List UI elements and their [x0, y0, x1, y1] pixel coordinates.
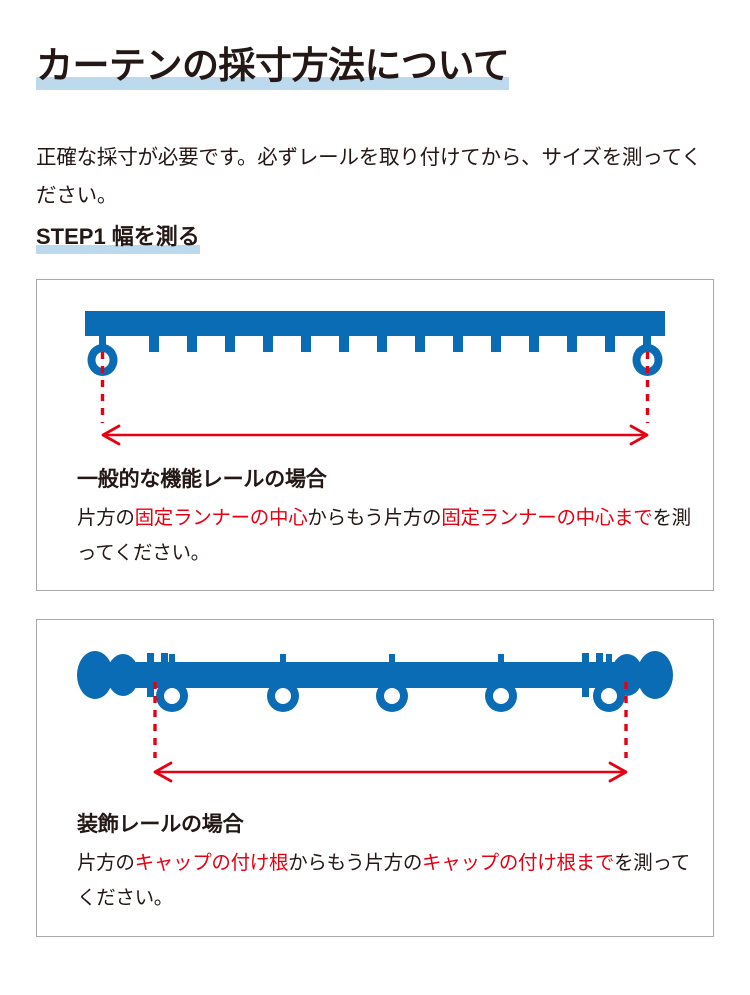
intro-paragraph: 正確な採寸が必要です。必ずレールを取り付けてから、サイズを測ってください。: [36, 145, 702, 207]
decorative-rail-svg: [77, 651, 673, 783]
functional-rail-caption: 一般的な機能レールの場合 片方の固定ランナーの中心からもう片方の固定ランナーの中…: [77, 465, 695, 571]
curtain-ring: [485, 654, 517, 712]
decorative-rail-caption: 装飾レールの場合 片方のキャップの付け根からもう片方のキャップの付け根までを測っ…: [77, 810, 695, 916]
title-highlight-bar: [36, 77, 510, 90]
caption-seg: 片方の: [77, 507, 135, 529]
curtain-ring: [156, 654, 188, 712]
rail-hook-teeth: [149, 336, 651, 352]
curtain-rings: [156, 654, 625, 712]
panel-functional-rail: 一般的な機能レールの場合 片方の固定ランナーの中心からもう片方の固定ランナーの中…: [36, 279, 714, 591]
caption-seg: からもう片方の: [288, 852, 423, 874]
step1-heading: STEP1 幅を測る: [36, 222, 200, 254]
width-measure-arrow: [101, 424, 649, 446]
bracket-left: [147, 653, 168, 697]
page-title-text: カーテンの採寸方法について: [36, 45, 510, 86]
functional-rail-svg: [85, 311, 665, 446]
step1-heading-text: STEP1 幅を測る: [36, 224, 200, 249]
bracket-right: [582, 653, 603, 697]
caption-seg-emphasis: まで: [614, 507, 653, 529]
decorative-rail-caption-title: 装飾レールの場合: [77, 813, 244, 836]
finial-left: [77, 651, 143, 699]
curtain-ring: [267, 654, 299, 712]
step1-highlight-bar: [36, 245, 200, 254]
functional-rail-diagram: [37, 280, 713, 456]
fixed-runner-right: [632, 336, 663, 376]
caption-seg: を測ってください。: [77, 852, 690, 909]
fixed-runner-left: [87, 336, 118, 376]
page-title: カーテンの採寸方法について: [36, 43, 510, 91]
caption-seg-emphasis: まで: [575, 852, 615, 874]
functional-rail-caption-title: 一般的な機能レールの場合: [77, 468, 327, 491]
caption-seg-emphasis: キャップの付け根: [134, 852, 289, 874]
functional-rail-caption-body: 片方の固定ランナーの中心からもう片方の固定ランナーの中心までを測ってください。: [77, 501, 695, 571]
caption-seg-emphasis: キャップの付け根: [422, 852, 576, 874]
decorative-rail-caption-body: 片方のキャップの付け根からもう片方のキャップの付け根までを測ってください。: [77, 846, 695, 916]
caption-seg: を測ってください。: [77, 507, 691, 564]
decorative-rail-diagram: [37, 620, 713, 796]
curtain-ring: [593, 654, 625, 712]
caption-seg-emphasis: 固定ランナーの中心: [441, 507, 615, 529]
decorative-rod: [99, 662, 651, 688]
panel-decorative-rail: 装飾レールの場合 片方のキャップの付け根からもう片方のキャップの付け根までを測っ…: [36, 619, 714, 937]
curtain-ring: [376, 654, 408, 712]
caption-seg-emphasis: 固定ランナーの中心: [134, 507, 308, 529]
caption-seg: 片方の: [77, 852, 135, 874]
width-measure-arrow: [153, 761, 628, 783]
caption-seg: からもう片方の: [307, 507, 442, 529]
function-rail-bar: [85, 311, 665, 336]
